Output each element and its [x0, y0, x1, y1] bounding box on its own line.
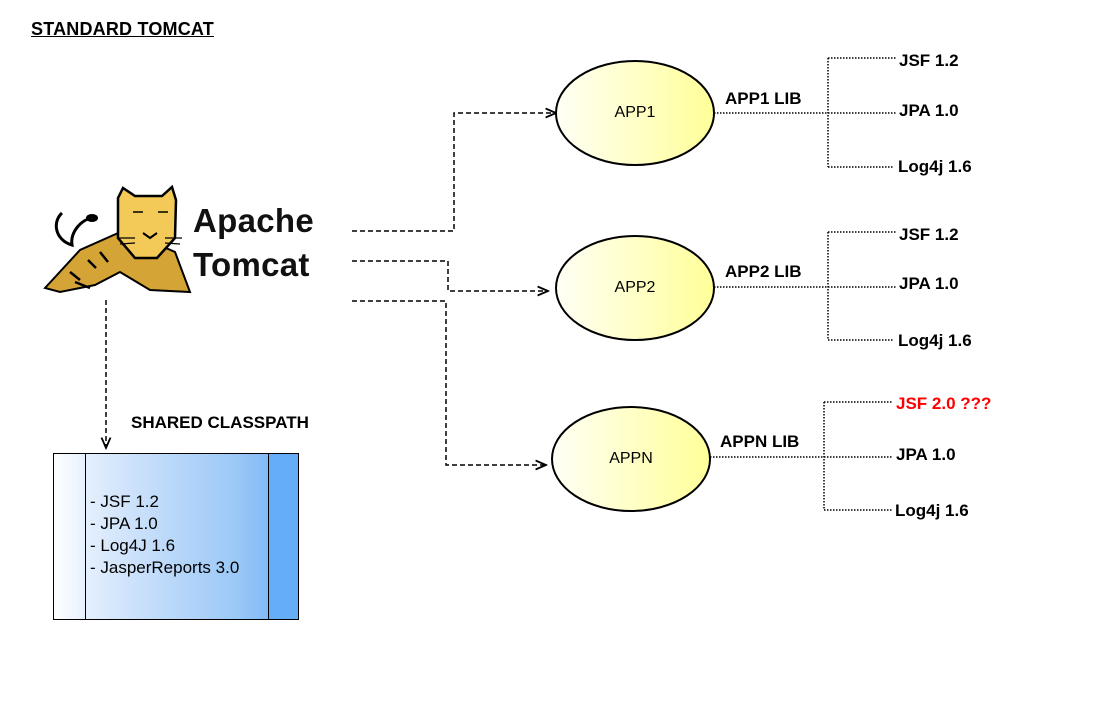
classpath-item: - JPA 1.0: [90, 514, 158, 533]
classpath-item: - JasperReports 3.0: [90, 558, 240, 577]
app1-lib-tree: [714, 57, 896, 168]
app1-lib-item: JPA 1.0: [899, 101, 959, 120]
appn-lib-item: JPA 1.0: [896, 445, 956, 464]
app1-lib-label: APP1 LIB: [725, 89, 802, 108]
app2-lib-item: Log4j 1.6: [898, 331, 972, 350]
appn-node: [551, 406, 711, 512]
shared-classpath-title: SHARED CLASSPATH: [131, 413, 309, 432]
appn-lib-item: Log4j 1.6: [895, 501, 969, 520]
app2-lib-item: JSF 1.2: [899, 225, 959, 244]
connector-tomcat-app1: [352, 113, 556, 232]
classpath-item: - JSF 1.2: [90, 492, 159, 511]
shared-classpath-list: - JSF 1.2 - JPA 1.0 - Log4J 1.6 - Jasper…: [90, 491, 239, 579]
tomcat-cat-icon: [43, 184, 192, 294]
shared-classpath-box: - JSF 1.2 - JPA 1.0 - Log4J 1.6 - Jasper…: [53, 453, 299, 620]
classpath-item: - Log4J 1.6: [90, 536, 176, 555]
logo-tomcat-text: Tomcat: [193, 246, 310, 283]
appn-lib-tree: [710, 401, 893, 511]
appn-label: APPN: [609, 450, 653, 467]
app2-lib-label: APP2 LIB: [725, 262, 802, 281]
app2-lib-item: JPA 1.0: [899, 274, 959, 293]
app2-lib-tree: [714, 231, 896, 341]
logo-apache-text: Apache: [193, 202, 315, 239]
connector-tomcat-appn: [352, 300, 546, 465]
app1-lib-item: JSF 1.2: [899, 51, 959, 70]
app2-node: [555, 235, 715, 341]
classpath-box-right-column: [268, 454, 298, 619]
classpath-box-left-column: [54, 454, 86, 619]
diagram-title: STANDARD TOMCAT: [31, 19, 214, 39]
app1-label: APP1: [614, 104, 656, 121]
app2-label: APP2: [614, 279, 656, 296]
appn-lib-label: APPN LIB: [720, 432, 800, 451]
connector-tomcat-app2: [352, 260, 548, 291]
app1-lib-item: Log4j 1.6: [898, 157, 972, 176]
appn-lib-item-conflict: JSF 2.0 ???: [896, 394, 992, 413]
